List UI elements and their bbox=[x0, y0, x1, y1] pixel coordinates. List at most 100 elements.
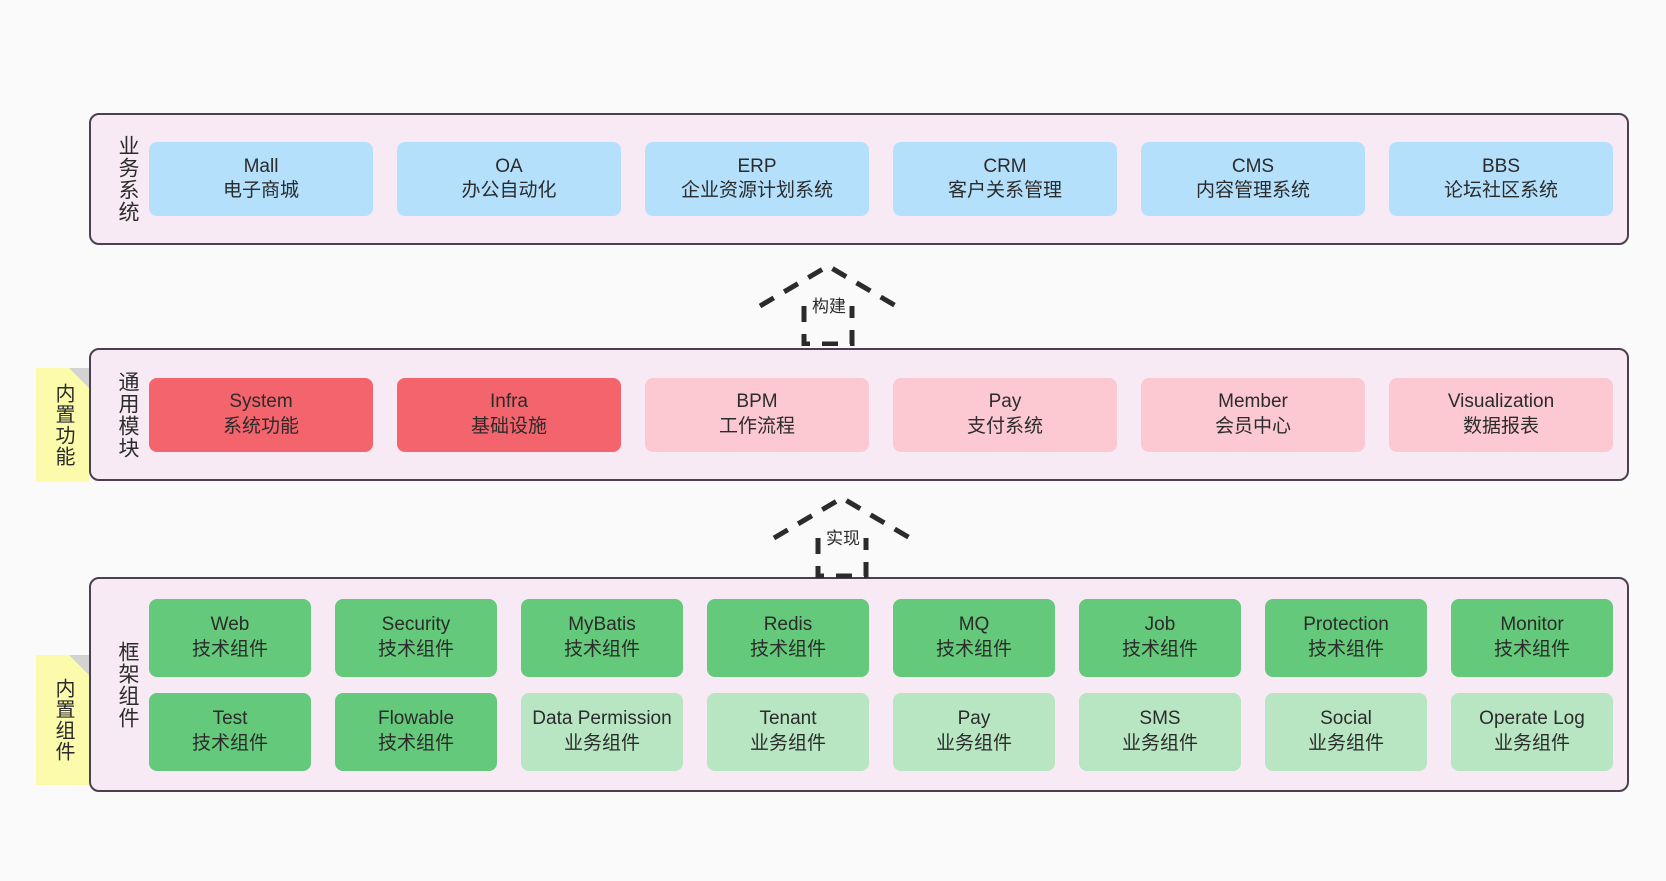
card-title: MyBatis bbox=[568, 614, 636, 636]
card-crm[interactable]: CRM 客户关系管理 bbox=[893, 142, 1117, 216]
card-row: System 系统功能 Infra 基础设施 BPM 工作流程 Pay 支付系统… bbox=[149, 377, 1613, 452]
card-subtitle: 基础设施 bbox=[470, 415, 547, 437]
card-subtitle: 技术组件 bbox=[749, 638, 826, 660]
card-title: System bbox=[229, 391, 293, 413]
card-subtitle: 会员中心 bbox=[1214, 415, 1291, 437]
card-pay[interactable]: Pay 支付系统 bbox=[893, 377, 1117, 452]
card-subtitle: 业务组件 bbox=[1121, 732, 1198, 754]
card-erp[interactable]: ERP 企业资源计划系统 bbox=[645, 142, 869, 216]
card-title: Data Permission bbox=[532, 708, 672, 730]
card-system[interactable]: System 系统功能 bbox=[149, 377, 373, 452]
connector-implement: 实现 bbox=[766, 492, 926, 578]
card-subtitle: 办公自动化 bbox=[461, 180, 557, 201]
sticky-note-builtin-functions: 内置功能 bbox=[36, 368, 89, 482]
card-title: BBS bbox=[1481, 155, 1521, 177]
note-fold-corner-icon bbox=[69, 655, 89, 675]
card-subtitle: 企业资源计划系统 bbox=[680, 180, 833, 201]
card-pay-component[interactable]: Pay 业务组件 bbox=[893, 692, 1055, 771]
card-title: Member bbox=[1218, 391, 1288, 413]
card-visualization[interactable]: Visualization 数据报表 bbox=[1389, 377, 1613, 452]
card-infra[interactable]: Infra 基础设施 bbox=[397, 377, 621, 452]
note-label: 内置功能 bbox=[52, 383, 74, 467]
card-title: Test bbox=[212, 708, 248, 730]
card-subtitle: 支付系统 bbox=[966, 415, 1043, 437]
card-bpm[interactable]: BPM 工作流程 bbox=[645, 377, 869, 452]
card-title: MQ bbox=[958, 614, 990, 636]
card-bbs[interactable]: BBS 论坛社区系统 bbox=[1389, 142, 1613, 216]
sticky-note-builtin-components: 内置组件 bbox=[36, 655, 89, 785]
card-subtitle: 技术组件 bbox=[563, 638, 640, 660]
card-subtitle: 技术组件 bbox=[377, 732, 454, 754]
build-arrow-icon bbox=[758, 263, 898, 346]
note-fold-corner-icon bbox=[69, 368, 89, 388]
card-title: Pay bbox=[988, 391, 1022, 413]
card-subtitle: 技术组件 bbox=[935, 638, 1012, 660]
card-title: CRM bbox=[983, 155, 1027, 177]
card-title: Security bbox=[381, 614, 451, 636]
card-subtitle: 技术组件 bbox=[191, 732, 268, 754]
card-subtitle: 客户关系管理 bbox=[947, 180, 1062, 201]
layer-title-business: 业务系统 bbox=[116, 135, 139, 223]
card-tenant[interactable]: Tenant 业务组件 bbox=[707, 692, 869, 771]
connector-label-build: 构建 bbox=[812, 297, 846, 316]
card-subtitle: 论坛社区系统 bbox=[1443, 180, 1558, 201]
layer-body-framework: Web 技术组件 Security 技术组件 MyBatis 技术组件 Redi… bbox=[143, 579, 1627, 790]
card-title: SMS bbox=[1139, 708, 1181, 730]
card-title: Protection bbox=[1303, 614, 1389, 636]
card-mall[interactable]: Mall 电子商城 bbox=[149, 142, 373, 216]
layer-title-common: 通用模块 bbox=[116, 370, 139, 459]
card-mq[interactable]: MQ 技术组件 bbox=[893, 598, 1055, 677]
card-job[interactable]: Job 技术组件 bbox=[1079, 598, 1241, 677]
card-monitor[interactable]: Monitor 技术组件 bbox=[1451, 598, 1613, 677]
card-title: Web bbox=[210, 614, 250, 636]
card-title: Operate Log bbox=[1479, 708, 1585, 730]
card-web[interactable]: Web 技术组件 bbox=[149, 598, 311, 677]
layer-framework-components: 框架组件 Web 技术组件 Security 技术组件 MyBatis 技术组件… bbox=[89, 577, 1629, 792]
card-subtitle: 业务组件 bbox=[1307, 732, 1384, 754]
card-data-permission[interactable]: Data Permission 业务组件 bbox=[521, 692, 683, 771]
card-title: Redis bbox=[763, 614, 813, 636]
layer-title-framework: 框架组件 bbox=[116, 640, 139, 729]
card-security[interactable]: Security 技术组件 bbox=[335, 598, 497, 677]
implement-arrow-icon bbox=[772, 495, 912, 578]
card-test[interactable]: Test 技术组件 bbox=[149, 692, 311, 771]
card-cms[interactable]: CMS 内容管理系统 bbox=[1141, 142, 1365, 216]
card-title: ERP bbox=[737, 155, 777, 177]
card-title: Visualization bbox=[1447, 391, 1555, 413]
layer-body-business: Mall 电子商城 OA 办公自动化 ERP 企业资源计划系统 CRM 客户关系… bbox=[143, 115, 1627, 243]
card-title: Job bbox=[1144, 614, 1176, 636]
card-protection[interactable]: Protection 技术组件 bbox=[1265, 598, 1427, 677]
card-title: OA bbox=[495, 155, 523, 177]
card-flowable[interactable]: Flowable 技术组件 bbox=[335, 692, 497, 771]
card-subtitle: 业务组件 bbox=[935, 732, 1012, 754]
card-sms[interactable]: SMS 业务组件 bbox=[1079, 692, 1241, 771]
card-oa[interactable]: OA 办公自动化 bbox=[397, 142, 621, 216]
layer-body-common: System 系统功能 Infra 基础设施 BPM 工作流程 Pay 支付系统… bbox=[143, 350, 1627, 479]
card-redis[interactable]: Redis 技术组件 bbox=[707, 598, 869, 677]
card-subtitle: 技术组件 bbox=[1493, 638, 1570, 660]
card-subtitle: 技术组件 bbox=[1121, 638, 1198, 660]
card-member[interactable]: Member 会员中心 bbox=[1141, 377, 1365, 452]
card-subtitle: 工作流程 bbox=[718, 415, 795, 437]
card-social[interactable]: Social 业务组件 bbox=[1265, 692, 1427, 771]
card-subtitle: 业务组件 bbox=[749, 732, 826, 754]
card-title: Flowable bbox=[377, 708, 455, 730]
card-title: Social bbox=[1320, 708, 1372, 730]
card-title: Mall bbox=[243, 155, 279, 177]
card-subtitle: 电子商城 bbox=[222, 180, 299, 201]
card-title: Pay bbox=[957, 708, 991, 730]
card-subtitle: 业务组件 bbox=[563, 732, 640, 754]
layer-common-modules: 通用模块 System 系统功能 Infra 基础设施 BPM 工作流程 Pay… bbox=[89, 348, 1629, 481]
card-title: BPM bbox=[736, 391, 778, 413]
card-title: Monitor bbox=[1500, 614, 1564, 636]
card-row: Test 技术组件 Flowable 技术组件 Data Permission … bbox=[149, 692, 1613, 771]
layer-business-systems: 业务系统 Mall 电子商城 OA 办公自动化 ERP 企业资源计划系统 CRM… bbox=[89, 113, 1629, 245]
card-operate-log[interactable]: Operate Log 业务组件 bbox=[1451, 692, 1613, 771]
card-subtitle: 业务组件 bbox=[1493, 732, 1570, 754]
card-row: Web 技术组件 Security 技术组件 MyBatis 技术组件 Redi… bbox=[149, 598, 1613, 677]
card-mybatis[interactable]: MyBatis 技术组件 bbox=[521, 598, 683, 677]
card-subtitle: 数据报表 bbox=[1462, 415, 1539, 437]
card-title: Tenant bbox=[759, 708, 817, 730]
card-row: Mall 电子商城 OA 办公自动化 ERP 企业资源计划系统 CRM 客户关系… bbox=[149, 142, 1613, 216]
card-title: Infra bbox=[489, 391, 529, 413]
